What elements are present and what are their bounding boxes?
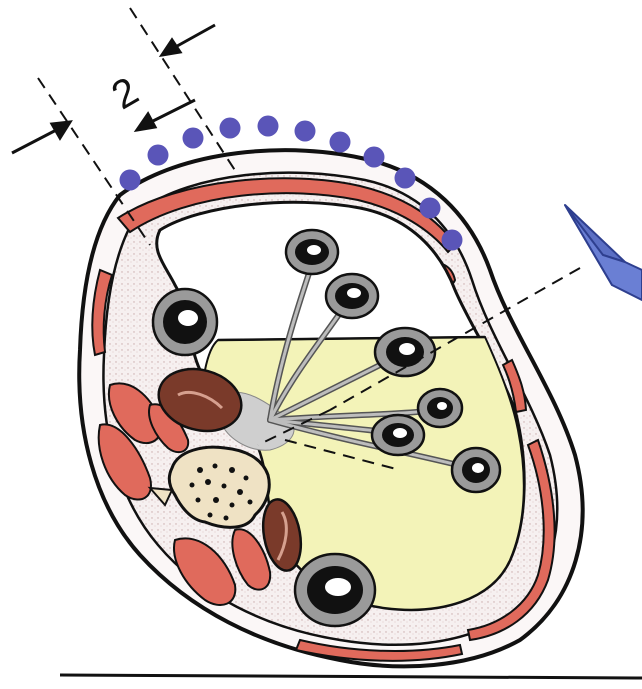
bowel-loop-colon-left: [153, 289, 217, 355]
bowel-loop-1: [286, 230, 338, 274]
bowel-loop-2: [326, 274, 378, 318]
dimension-label: 2: [105, 69, 146, 118]
bowel-loop-colon-bottom: [295, 554, 375, 626]
bowel-loop-3: [375, 328, 435, 376]
bowel-loop-4: [418, 389, 462, 427]
bowel-loop-5: [372, 415, 424, 455]
bowel-loop-6: [452, 448, 500, 492]
arrow-down-left-icon: [565, 205, 642, 300]
base-line: [60, 675, 642, 678]
